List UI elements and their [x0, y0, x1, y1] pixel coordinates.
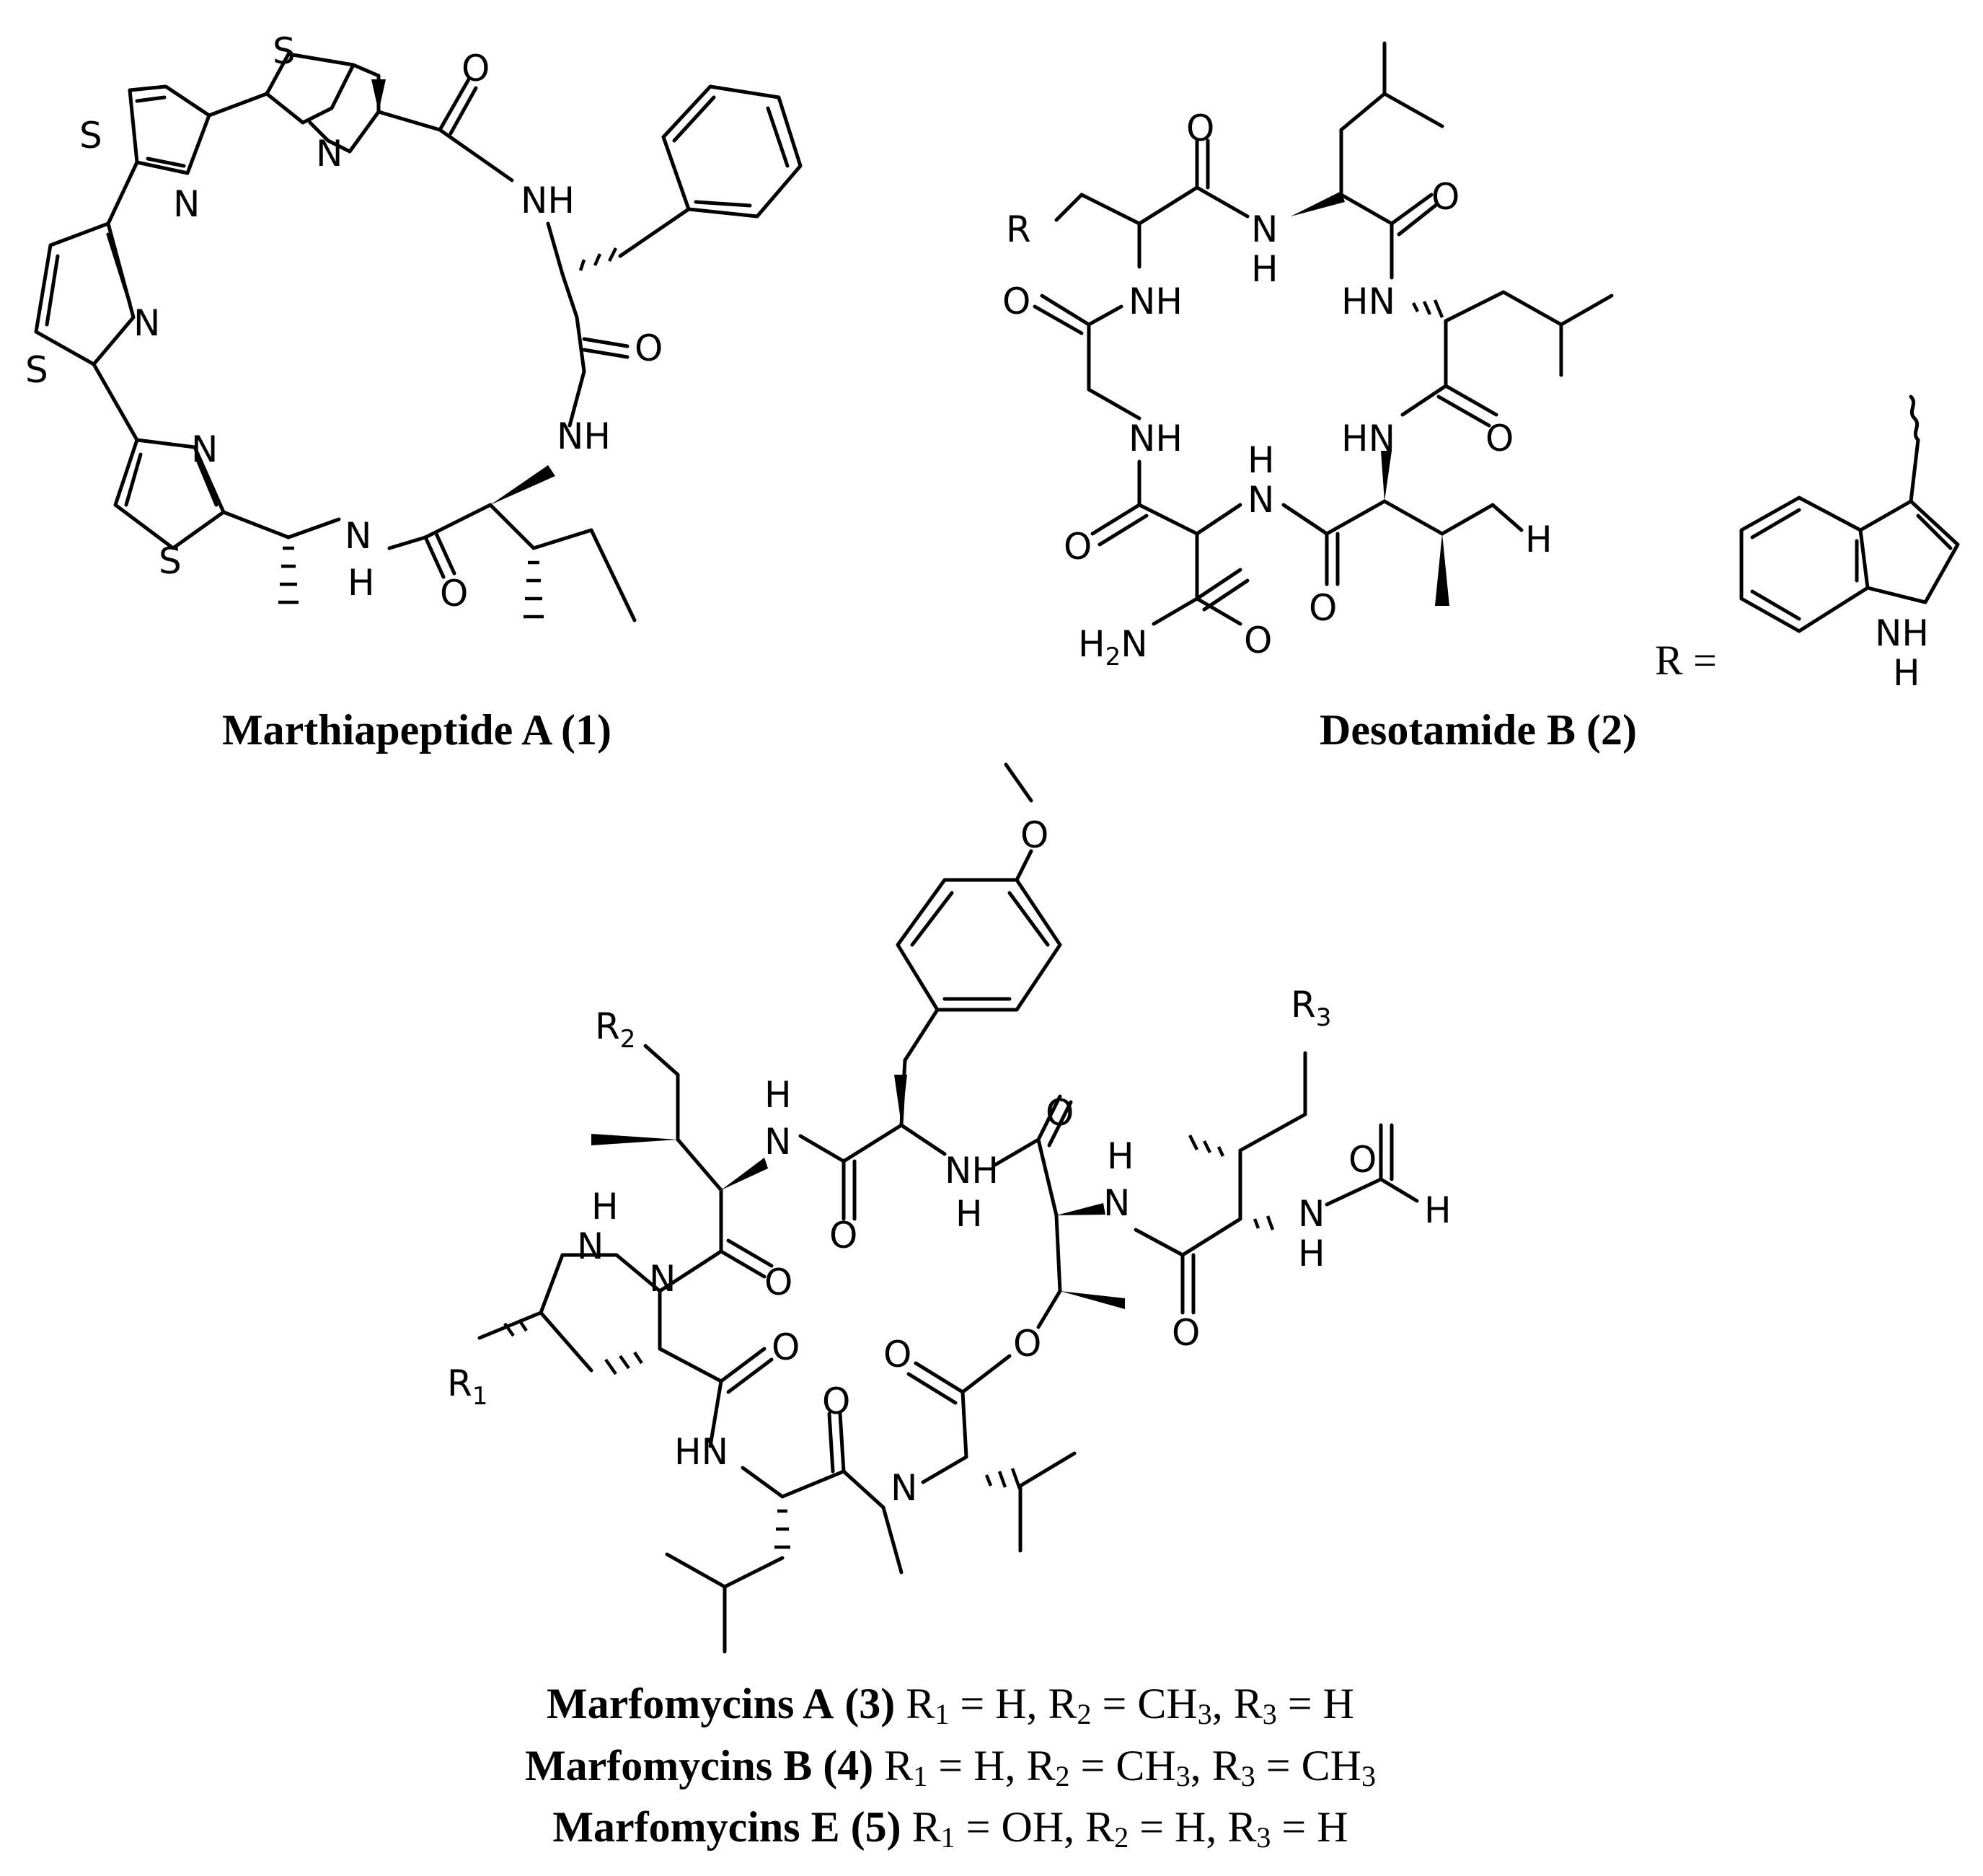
stereo-hash: [774, 1509, 790, 1549]
atom-label-r3: R3: [1291, 984, 1331, 1032]
atom-label: H: [348, 562, 375, 604]
atom-label: NH: [521, 180, 575, 221]
stereo-hash: [578, 247, 618, 271]
atom-label: HN: [674, 1431, 728, 1473]
atom-label: NH: [1875, 612, 1929, 654]
atom-label: O: [1485, 418, 1514, 459]
atom-label: O: [1244, 620, 1272, 661]
atom-label: O: [1020, 814, 1048, 856]
atom-label: HN: [1341, 418, 1395, 459]
stereo-hash: [524, 560, 544, 619]
atom-label: N: [173, 183, 200, 225]
atom-label: H: [1251, 248, 1278, 290]
atom-label: N: [133, 302, 160, 344]
atom-label: N: [891, 1467, 917, 1509]
stereo-hash: [1253, 1215, 1275, 1230]
atom-label: N: [191, 428, 218, 470]
atom-label: N: [1247, 479, 1274, 521]
atom-label: O: [1172, 1312, 1200, 1354]
atom-label: S: [79, 115, 102, 157]
caption-marfomycins-b: Marfomycins B (4) R1 = H, R2 = CH3, R3 =…: [525, 1742, 1376, 1792]
atom-label-r2: R2: [595, 1005, 635, 1054]
caption-marfomycins-e: Marfomycins E (5) R1 = OH, R2 = H, R3 = …: [552, 1803, 1348, 1854]
atom-label: O: [829, 1215, 857, 1256]
atom-label: S: [159, 540, 182, 582]
atom-label: O: [764, 1261, 792, 1303]
atom-label: N: [1298, 1193, 1325, 1235]
atom-label: H: [1424, 1189, 1452, 1231]
r-substituent-label: R =: [1655, 637, 1717, 684]
atom-label: H: [1107, 1135, 1134, 1177]
atom-label: O: [1046, 1092, 1074, 1134]
atom-label: O: [461, 48, 490, 89]
indole-substituent: [1739, 395, 1960, 633]
atom-label: O: [1431, 176, 1459, 218]
structure-marthiapeptide-a: S N O NH S N N S N S O NH N H O Marthiap…: [25, 30, 803, 754]
atom-label: NH: [945, 1150, 999, 1192]
stereo-hash: [604, 1351, 643, 1375]
atom-label: H: [1525, 519, 1553, 560]
atom-label: H: [591, 1186, 619, 1228]
atom-label: N: [345, 515, 371, 557]
atom-label: O: [822, 1380, 850, 1422]
stereo-hash: [278, 546, 299, 604]
atom-label: N: [649, 1258, 676, 1300]
atom-label: O: [1002, 281, 1030, 322]
atom-label: R: [1006, 208, 1031, 250]
atom-label: N: [764, 1121, 791, 1163]
caption-desotamide-b: Desotamide B (2): [1320, 706, 1637, 754]
atom-label: O: [883, 1334, 911, 1375]
atom-label-h2n: H2N: [1078, 623, 1148, 671]
atom-label: H: [1298, 1233, 1325, 1274]
caption-marfomycins-a: Marfomycins A (3) R1 = H, R2 = CH3, R3 =…: [547, 1680, 1354, 1730]
atom-label: H: [955, 1193, 983, 1235]
stereo-hash: [503, 1318, 528, 1337]
caption-marthiapeptide-a: Marthiapeptide A (1): [222, 706, 611, 754]
atom-label: NH: [557, 415, 611, 457]
stereo-hash: [984, 1468, 1022, 1489]
atom-label: O: [772, 1326, 800, 1368]
atom-label: NH: [1129, 281, 1183, 322]
atom-label-r1: R1: [447, 1362, 487, 1411]
atom-label: H: [764, 1074, 792, 1116]
atom-label: S: [25, 349, 48, 391]
atom-label: S: [273, 30, 296, 72]
stereo-hash: [1411, 299, 1444, 318]
atom-label: O: [1064, 526, 1092, 568]
structure-marfomycins: O H N O NH H H N O N H H O O O O O O N O…: [447, 762, 1452, 1854]
atom-label: O: [1348, 1139, 1377, 1181]
atom-label: N: [1103, 1182, 1130, 1224]
atom-label: HN: [1341, 281, 1395, 322]
atom-label: N: [577, 1225, 604, 1267]
atom-label: O: [1013, 1323, 1041, 1365]
structure-desotamide-b: R O N H O NH O HN NH HN O H N O H O O H2…: [1002, 41, 1960, 754]
atom-label: H: [1893, 652, 1920, 694]
atom-label: O: [440, 573, 468, 615]
atom-label: O: [1186, 107, 1214, 149]
stereo-hash: [1188, 1134, 1225, 1157]
atom-label: N: [1251, 208, 1278, 250]
atom-label: O: [1309, 587, 1337, 629]
atom-label: O: [635, 327, 663, 369]
atom-label: NH: [1129, 418, 1183, 459]
atom-label: N: [316, 133, 343, 175]
atom-label: H: [1247, 439, 1275, 481]
